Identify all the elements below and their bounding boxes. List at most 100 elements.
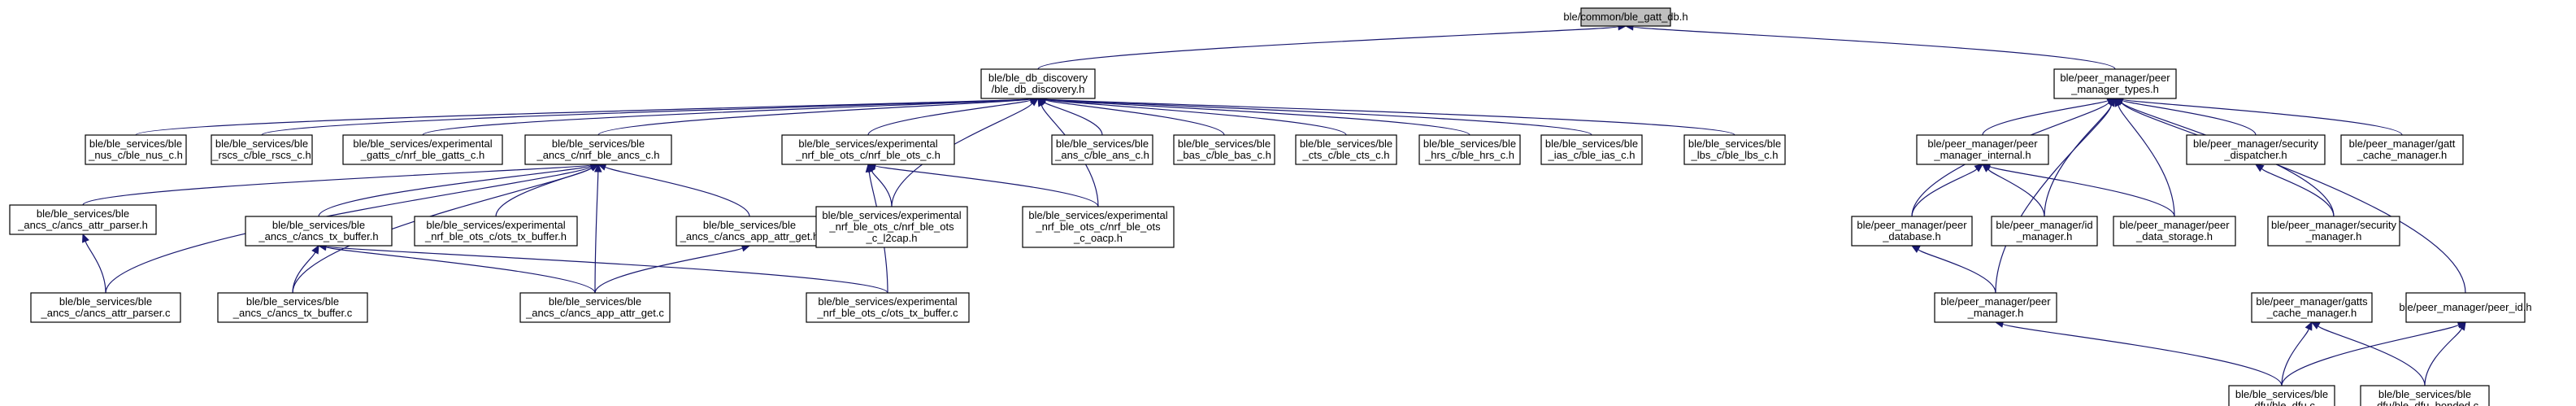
node-box[interactable] <box>2053 68 2177 99</box>
node-box[interactable] <box>2251 292 2373 323</box>
node-label-line: _dispatcher.h <box>2223 149 2287 161</box>
edge-line <box>597 98 1032 136</box>
edge-n0-n1 <box>1037 22 1627 70</box>
node-box[interactable] <box>675 216 823 247</box>
node-box[interactable] <box>1295 134 1397 165</box>
node-label-line: _ancs_c/ancs_app_attr_get.h <box>680 230 819 242</box>
node-box[interactable] <box>1991 216 2098 247</box>
graph-node[interactable]: ble/ble_services/ble_ancs_c/nrf_ble_ancs… <box>524 134 672 165</box>
edge-n33-n35 <box>2424 321 2466 386</box>
node-box[interactable] <box>1418 134 1521 165</box>
node-label-line: _ancs_c/ancs_tx_buffer.h <box>258 230 378 242</box>
node-label-line: _nrf_ble_ots_c/ots_tx_buffer.h <box>424 230 567 242</box>
graph-node[interactable]: ble/ble_services/ble_hrs_c/ble_hrs_c.h <box>1418 134 1521 165</box>
node-box[interactable] <box>980 68 1096 99</box>
graph-node[interactable]: ble/ble_services/experimental_gatts_c/nr… <box>342 134 503 165</box>
graph-node[interactable]: ble/peer_manager/peer_manager_types.h <box>2053 68 2177 99</box>
node-box[interactable] <box>9 204 157 235</box>
edge-n32-n34 <box>2281 321 2313 386</box>
graph-node[interactable]: ble/peer_manager/id_manager.h <box>1991 216 2098 247</box>
graph-node[interactable]: ble/peer_manager/peer_manager_internal.h <box>1916 134 2049 165</box>
node-box[interactable] <box>781 134 955 165</box>
graph-node[interactable]: ble/ble_services/ble_nus_c/ble_nus_c.h <box>85 134 187 165</box>
graph-node[interactable]: ble/ble_services/experimental_nrf_ble_ot… <box>815 206 968 248</box>
node-box[interactable] <box>2228 385 2335 406</box>
edges-layer <box>81 22 2467 386</box>
graph-node[interactable]: ble/ble_services/ble_dfu/ble_dfu.c <box>2228 385 2335 406</box>
graph-node[interactable]: ble/peer_manager/peer_manager.h <box>1934 292 2057 323</box>
node-box[interactable] <box>2113 216 2236 247</box>
node-box[interactable] <box>1683 134 1786 165</box>
graph-node[interactable]: ble/ble_services/ble_ancs_c/ancs_tx_buff… <box>245 216 393 247</box>
graph-node[interactable]: ble/peer_manager/peer_database.h <box>1851 216 1973 247</box>
node-box[interactable] <box>342 134 503 165</box>
graph-node[interactable]: ble/ble_services/ble_ancs_c/ancs_attr_pa… <box>30 292 181 323</box>
graph-node[interactable]: ble/ble_services/ble_dfu/ble_dfu_bonded.… <box>2360 385 2490 406</box>
node-box[interactable] <box>245 216 393 247</box>
edge-line <box>2281 328 2309 386</box>
node-label-line: ble/ble_services/ble <box>1688 138 1781 150</box>
graph-node[interactable]: ble/ble_services/ble_ancs_c/ancs_app_att… <box>519 292 671 323</box>
node-box[interactable] <box>1051 134 1153 165</box>
node-box[interactable] <box>1851 216 1973 247</box>
graph-node[interactable]: ble/peer_manager/security_manager.h <box>2267 216 2400 247</box>
graph-node[interactable]: ble/ble_db_discovery/ble_db_discovery.h <box>980 68 1096 99</box>
graph-node[interactable]: ble/ble_services/ble_ans_c/ble_ans_c.h <box>1051 134 1153 165</box>
node-label-line: ble/ble_services/ble <box>1178 138 1271 150</box>
node-box[interactable] <box>414 216 578 247</box>
graph-node[interactable]: ble/ble_services/experimental_nrf_ble_ot… <box>781 134 955 165</box>
graph-node[interactable]: ble/peer_manager/gatt_cache_manager.h <box>2340 134 2464 165</box>
node-box[interactable] <box>519 292 671 323</box>
graph-node[interactable]: ble/ble_services/ble_cts_c/ble_cts_c.h <box>1295 134 1397 165</box>
node-box[interactable] <box>1934 292 2057 323</box>
node-label-line: ble/peer_manager/peer <box>1857 219 1967 231</box>
graph-node[interactable]: ble/ble_services/ble_lbs_c/ble_lbs_c.h <box>1683 134 1786 165</box>
edge-line <box>1037 26 1619 70</box>
graph-node[interactable]: ble/peer_manager/gatts_cache_manager.h <box>2251 292 2373 323</box>
node-label-line: ble/ble_services/ble <box>37 207 129 220</box>
graph-node[interactable]: ble/peer_manager/peer_data_storage.h <box>2113 216 2236 247</box>
node-box[interactable] <box>1540 134 1643 165</box>
node-box[interactable] <box>85 134 187 165</box>
node-box[interactable] <box>1916 134 2049 165</box>
node-box[interactable] <box>815 206 968 248</box>
node-box[interactable] <box>524 134 672 165</box>
graph-node[interactable]: ble/ble_services/ble_rscs_c/ble_rscs_c.h <box>211 134 313 165</box>
node-label-line: ble/peer_manager/peer <box>1927 138 2038 150</box>
node-label-line: ble/peer_manager/peer <box>2060 72 2170 84</box>
node-label-line: _lbs_c/ble_lbs_c.h <box>1691 149 1779 161</box>
node-label-line: _c_oacp.h <box>1073 232 1123 244</box>
edge-line <box>2318 325 2426 386</box>
node-box[interactable] <box>1022 206 1175 248</box>
node-label-line: ble/ble_db_discovery <box>988 72 1088 84</box>
graph-node[interactable]: ble/peer_manager/security_dispatcher.h <box>2186 134 2326 165</box>
edge-n17-n22 <box>594 244 751 294</box>
graph-node[interactable]: ble/ble_services/experimental_nrf_ble_ot… <box>414 216 578 247</box>
node-box[interactable] <box>2186 134 2326 165</box>
graph-node[interactable]: ble/ble_services/ble_ancs_c/ancs_attr_pa… <box>9 204 157 235</box>
graph-node[interactable]: ble/ble_services/ble_bas_c/ble_bas_c.h <box>1173 134 1275 165</box>
edge-arrowhead <box>593 163 602 172</box>
node-label-line: ble/peer_manager/peer <box>1940 295 2051 308</box>
graph-node[interactable]: ble/ble_services/experimental_nrf_ble_ot… <box>1022 206 1175 248</box>
node-box[interactable] <box>2340 134 2464 165</box>
node-label-line: _nrf_ble_ots_c/nrf_ble_ots_c.h <box>795 149 940 161</box>
node-box[interactable] <box>2405 292 2526 323</box>
root-node-box[interactable] <box>1580 7 1671 27</box>
graph-node[interactable]: ble/ble_services/ble_ias_c/ble_ias_c.h <box>1540 134 1643 165</box>
node-box[interactable] <box>2267 216 2400 247</box>
node-box[interactable] <box>211 134 313 165</box>
edge-n24-n27 <box>1911 164 1983 217</box>
node-box[interactable] <box>1173 134 1275 165</box>
graph-node[interactable]: ble/ble_services/ble_ancs_c/ancs_tx_buff… <box>217 292 368 323</box>
graph-node[interactable]: ble/ble_services/experimental_nrf_ble_ot… <box>806 292 970 323</box>
node-label-line: _ias_c/ble_ias_c.h <box>1548 149 1636 161</box>
node-box[interactable] <box>217 292 368 323</box>
node-label-line: _rscs_c/ble_rscs_c.h <box>211 149 311 161</box>
graph-node[interactable]: ble/ble_services/ble_ancs_c/ancs_app_att… <box>675 216 823 247</box>
graph-node[interactable]: ble/peer_manager/peer_id.h <box>2399 292 2532 323</box>
node-box[interactable] <box>2360 385 2490 406</box>
node-box[interactable] <box>806 292 970 323</box>
graph-node[interactable]: ble/common/ble_gatt_db.h <box>1563 7 1688 27</box>
node-box[interactable] <box>30 292 181 323</box>
